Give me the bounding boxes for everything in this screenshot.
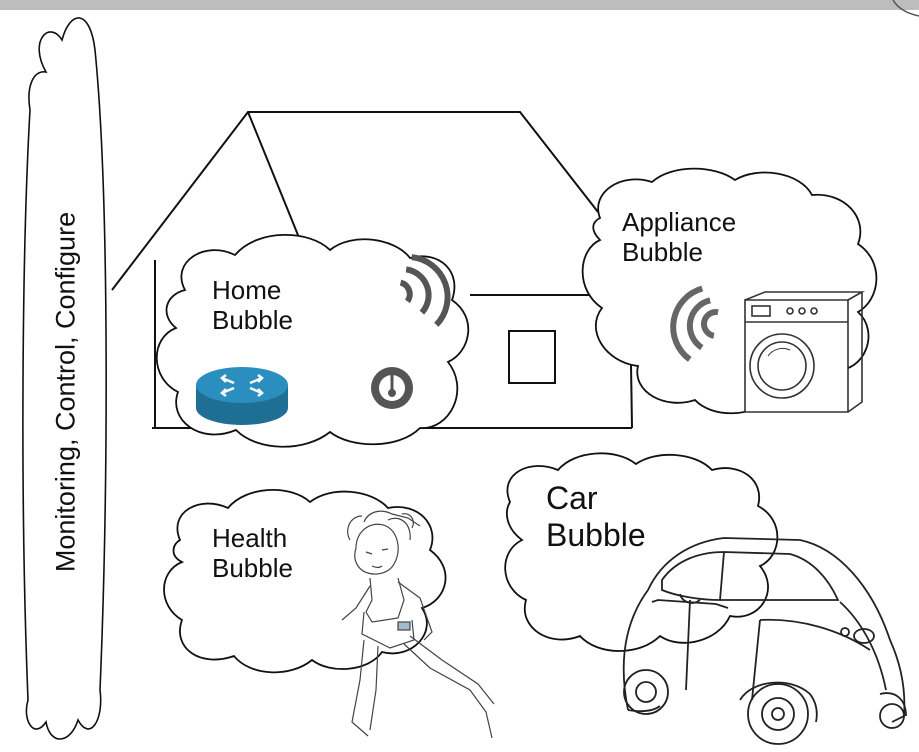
car-bubble-line1: Car (546, 480, 646, 517)
appliance-bubble-label: Appliance Bubble (622, 208, 736, 268)
health-bubble-line2: Bubble (212, 554, 293, 584)
washing-machine-icon (745, 292, 862, 412)
side-label: Monitoring, Control, Configure (26, 92, 106, 692)
top-bar (0, 0, 919, 10)
appliance-bubble-line2: Bubble (622, 238, 736, 268)
car-bubble-label: Car Bubble (546, 480, 646, 554)
appliance-bubble-line1: Appliance (622, 208, 736, 238)
home-bubble-line1: Home (212, 276, 293, 306)
router-icon (196, 367, 288, 425)
health-bubble-line1: Health (212, 524, 293, 554)
car-bubble-line2: Bubble (546, 517, 646, 554)
side-label-text: Monitoring, Control, Configure (51, 212, 82, 572)
gauge-icon (371, 367, 413, 409)
home-bubble-label: Home Bubble (212, 276, 293, 336)
home-bubble-line2: Bubble (212, 306, 293, 336)
health-bubble-label: Health Bubble (212, 524, 293, 584)
